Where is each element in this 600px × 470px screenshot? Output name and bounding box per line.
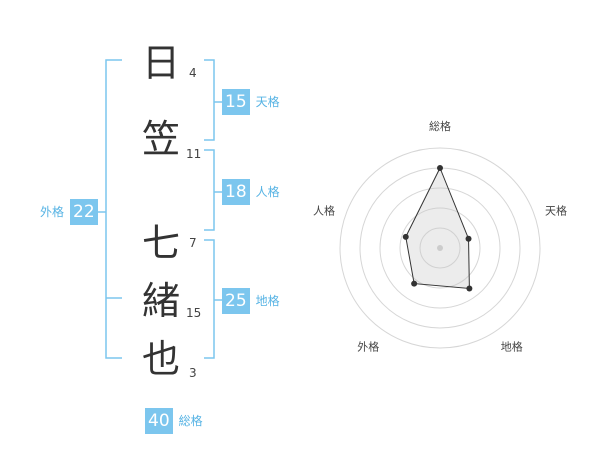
name-char-2: 笠 <box>141 117 180 161</box>
name-char-1: 日 <box>141 41 180 85</box>
stroke-count-5: 3 <box>189 366 197 380</box>
stroke-count-4: 15 <box>186 306 202 320</box>
chikaku-bracket <box>204 239 215 359</box>
name-char-3: 七 <box>141 221 180 265</box>
radar-point-2 <box>465 235 472 242</box>
stroke-count-3: 7 <box>189 236 197 250</box>
soukaku-group: 40 総格 <box>145 408 203 434</box>
radar-grid-ring <box>419 227 461 269</box>
outer-bracket <box>105 59 122 359</box>
chikaku-label: 地格 <box>255 294 280 308</box>
gaikaku-value: 22 <box>70 199 98 225</box>
gaikaku-group: 外格 22 <box>40 199 98 225</box>
radar-axis-label-5: 人格 <box>313 203 335 217</box>
radar-axis-label-2: 天格 <box>545 203 567 217</box>
jinkaku-bracket <box>204 149 215 231</box>
radar-point-4 <box>411 280 418 287</box>
radar-axis-label-3: 地格 <box>501 340 523 354</box>
jinkaku-group: 18 人格 <box>222 179 280 205</box>
radar-grid-ring <box>399 207 481 289</box>
radar-point-5 <box>402 233 409 240</box>
chikaku-group: 25 地格 <box>222 288 280 314</box>
radar-point-3 <box>466 285 473 292</box>
soukaku-value: 40 <box>145 408 173 434</box>
tenkaku-label: 天格 <box>255 95 280 109</box>
soukaku-label: 総格 <box>178 414 203 428</box>
name-char-5: 也 <box>141 337 180 381</box>
chikaku-value: 25 <box>222 288 250 314</box>
radar-point-1 <box>437 165 443 171</box>
jinkaku-value: 18 <box>222 179 250 205</box>
tenkaku-group: 15 天格 <box>222 89 280 115</box>
radar-data-polygon <box>405 166 470 289</box>
tenkaku-value: 15 <box>222 89 250 115</box>
jinkaku-label: 人格 <box>255 185 280 199</box>
tenkaku-bracket <box>204 59 215 141</box>
stroke-count-1: 4 <box>189 66 197 80</box>
radar-grid-ring <box>379 187 501 309</box>
radar-axis-label-1: 総格 <box>429 119 451 133</box>
name-char-4: 緒 <box>141 279 180 323</box>
stroke-count-2: 11 <box>186 147 202 161</box>
gaikaku-label: 外格 <box>40 205 65 219</box>
radar-axis-label-4: 外格 <box>357 340 379 354</box>
radar-center-dot <box>437 245 443 251</box>
